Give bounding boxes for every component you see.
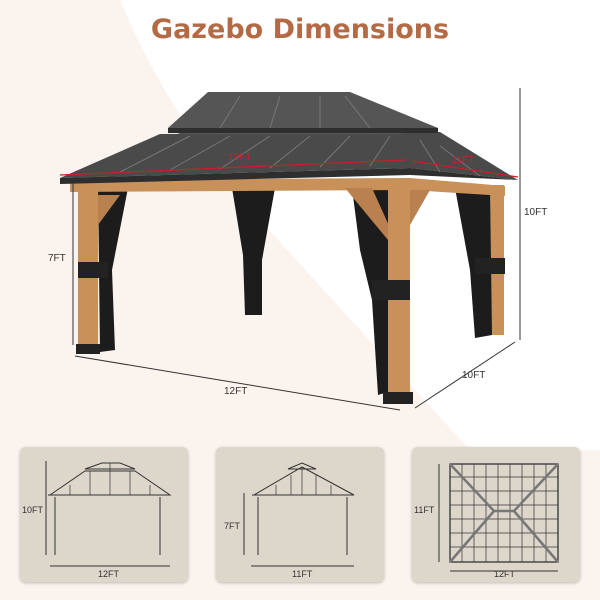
panel-width-label: 12FT: [494, 569, 516, 579]
panel-height-label: 11FT: [414, 505, 435, 515]
base-width-label: 10FT: [462, 370, 486, 381]
base-length-label: 12FT: [224, 386, 248, 397]
roof-length-label: 13FT: [228, 152, 252, 163]
panel-width-label: 11FT: [292, 569, 313, 579]
total-height-label: 10FT: [524, 207, 548, 218]
roof-width-label: 11FT: [452, 155, 475, 166]
top-view-panel: 11FT 12FT: [412, 447, 580, 582]
side-view-drawing: [243, 462, 355, 567]
gazebo-main-illustration: [59, 88, 521, 411]
top-view-drawing: [438, 463, 559, 572]
panel-height-label: 10FT: [22, 505, 44, 515]
panel-height-label: 7FT: [224, 521, 241, 531]
front-view-panel: 10FT 12FT: [20, 447, 188, 582]
post-height-label: 7FT: [48, 253, 66, 264]
page-title: Gazebo Dimensions: [150, 14, 450, 45]
panel-width-label: 12FT: [98, 569, 120, 579]
front-view-drawing: [45, 461, 172, 567]
side-view-panel: 7FT 11FT: [216, 447, 384, 582]
